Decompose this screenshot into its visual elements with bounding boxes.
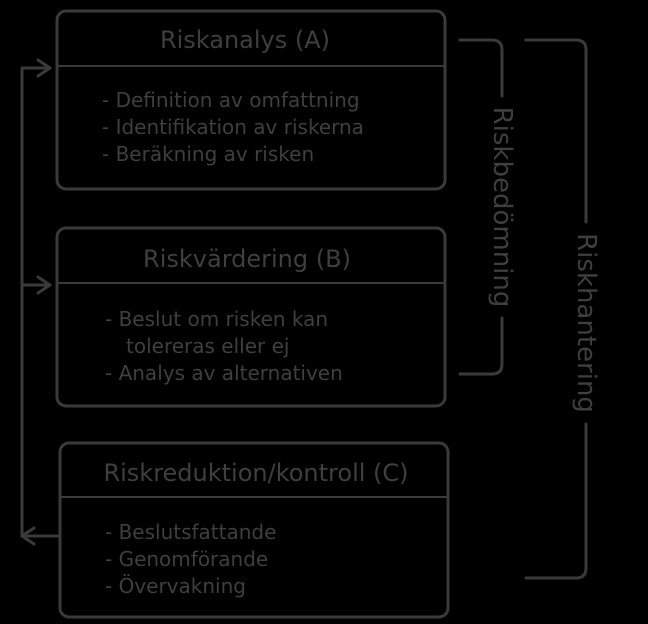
box-c-item-3: - Övervakning [105,574,246,598]
bracket-inner-top [458,38,504,98]
box-riskvardering: Riskvärdering (B) - Beslut om risken kan… [55,226,447,408]
box-b-frame [55,226,447,408]
box-riskreduktion: Riskreduktion/kontroll (C) - Beslutsfatt… [58,441,450,619]
arrow-to-feedback-icon [20,526,36,546]
box-b-item-2: tolereras eller ej [126,334,289,358]
box-a-item-1: - Definition av omfattning [102,88,360,112]
feedback-loop [20,58,60,546]
arrow-to-a-icon [36,58,52,78]
box-b-item-1: - Beslut om risken kan [105,307,328,331]
box-a-item-3: - Beräkning av risken [102,142,314,166]
bracket-riskbedomning: Riskbedömning [458,38,517,376]
bracket-riskhantering: Riskhantering [524,38,601,580]
box-a-title: Riskanalys (A) [160,26,330,54]
box-c-frame [58,441,450,619]
box-b-title: Riskvärdering (B) [143,245,351,273]
box-riskanalys: Riskanalys (A) - Definition av omfattnin… [55,9,447,191]
box-a-item-2: - Identifikation av riskerna [102,115,364,139]
bracket-inner-label: Riskbedömning [487,107,517,308]
bracket-inner-bottom [458,316,504,376]
box-a-frame [55,9,447,191]
feedback-line [20,66,60,538]
bracket-outer-bottom [524,422,588,580]
bracket-outer-label: Riskhantering [571,233,601,413]
box-c-item-2: - Genomförande [105,547,268,571]
box-b-item-3: - Analys av alternativen [105,361,343,385]
box-c-title: Riskreduktion/kontroll (C) [103,459,408,487]
box-c-item-1: - Beslutsfattande [105,520,276,544]
arrow-to-b-icon [36,275,52,295]
bracket-outer-top [524,38,588,224]
